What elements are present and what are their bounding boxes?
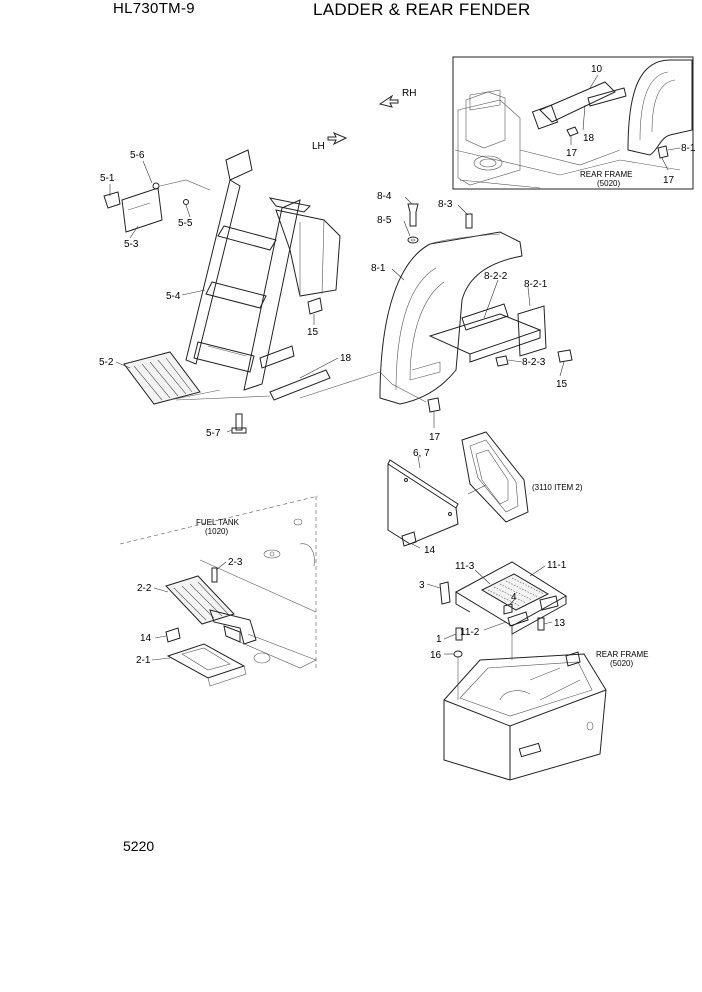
ref-fuel-tank-label: FUEL TANK [196, 518, 240, 527]
callout-5-4: 5-4 [166, 291, 181, 302]
rear-fender-assembly: 8-4 8-5 8-3 8-1 8-2-2 8-2-1 8-2-3 15 17 [371, 191, 573, 443]
callout-5-2: 5-2 [99, 357, 114, 368]
ref-rear-frame-label: REAR FRAME [580, 170, 632, 179]
callout-8-5: 8-5 [377, 215, 392, 226]
page-title: LADDER & REAR FENDER [313, 0, 531, 19]
callout-8-4: 8-4 [377, 191, 392, 202]
ref-rear-frame-code: (5020) [610, 659, 633, 668]
model-number: HL730TM-9 [113, 0, 195, 17]
callout-8-3: 8-3 [438, 199, 453, 210]
callout-14: 14 [424, 545, 436, 556]
callout-6-7: 6, 7 [413, 448, 430, 459]
fuel-tank-step-assembly: FUEL TANK (1020) 2-3 2-2 14 2-1 [119, 495, 319, 687]
direction-rh: RH [402, 88, 416, 99]
callout-1: 1 [436, 634, 442, 645]
callout-8-2-2: 8-2-2 [484, 271, 508, 282]
callout-3: 3 [419, 580, 425, 591]
callout-10: 10 [591, 64, 603, 75]
callout-16: 16 [430, 650, 442, 661]
callout-2-2: 2-2 [137, 583, 152, 594]
callout-8-2-3: 8-2-3 [522, 357, 546, 368]
callout-15: 15 [307, 327, 319, 338]
callout-8-1: 8-1 [681, 143, 696, 154]
callout-2-1: 2-1 [136, 655, 151, 666]
callout-18: 18 [340, 353, 352, 364]
callout-17: 17 [566, 148, 578, 159]
ref-fuel-tank-code: (1020) [205, 527, 228, 536]
page-number: 5220 [123, 838, 155, 854]
ladder-assembly: 5-6 5-1 5-3 5-5 5-4 15 18 5-2 5-7 [99, 149, 381, 439]
callout-5-1: 5-1 [100, 173, 115, 184]
direction-lh: LH [312, 141, 325, 152]
ref-rear-frame-label: REAR FRAME [596, 650, 648, 659]
callout-8-2-1: 8-2-1 [524, 279, 548, 290]
callout-15: 15 [556, 379, 568, 390]
direction-indicator: RH LH [312, 88, 416, 152]
callout-11-3: 11-3 [455, 561, 475, 572]
callout-14: 14 [140, 633, 152, 644]
callout-11-1: 11-1 [547, 560, 567, 571]
callout-5-6: 5-6 [130, 150, 145, 161]
callout-13: 13 [554, 618, 566, 629]
rear-frame-inset: 10 18 17 8-1 17 REAR FRAME (5020) [452, 56, 696, 190]
callout-2-3: 2-3 [228, 557, 243, 568]
callout-5-5: 5-5 [178, 218, 193, 229]
ref-rear-frame-code: (5020) [597, 179, 620, 188]
ref-item-3110: (3110 ITEM 2) [532, 483, 583, 492]
callout-11-2: 11-2 [460, 627, 480, 638]
cover-plate-assembly: 6, 7 (3110 ITEM 2) 14 [387, 431, 583, 556]
callout-18: 18 [583, 133, 595, 144]
callout-4: 4 [511, 592, 517, 603]
callout-17: 17 [663, 175, 675, 186]
rear-frame-box-assembly: 11-3 11-1 3 4 1 11-2 13 16 REAR FRAME (5… [419, 560, 648, 781]
callout-5-3: 5-3 [124, 239, 139, 250]
callout-8-1: 8-1 [371, 263, 386, 274]
callout-5-7: 5-7 [206, 428, 221, 439]
callout-17: 17 [429, 432, 441, 443]
